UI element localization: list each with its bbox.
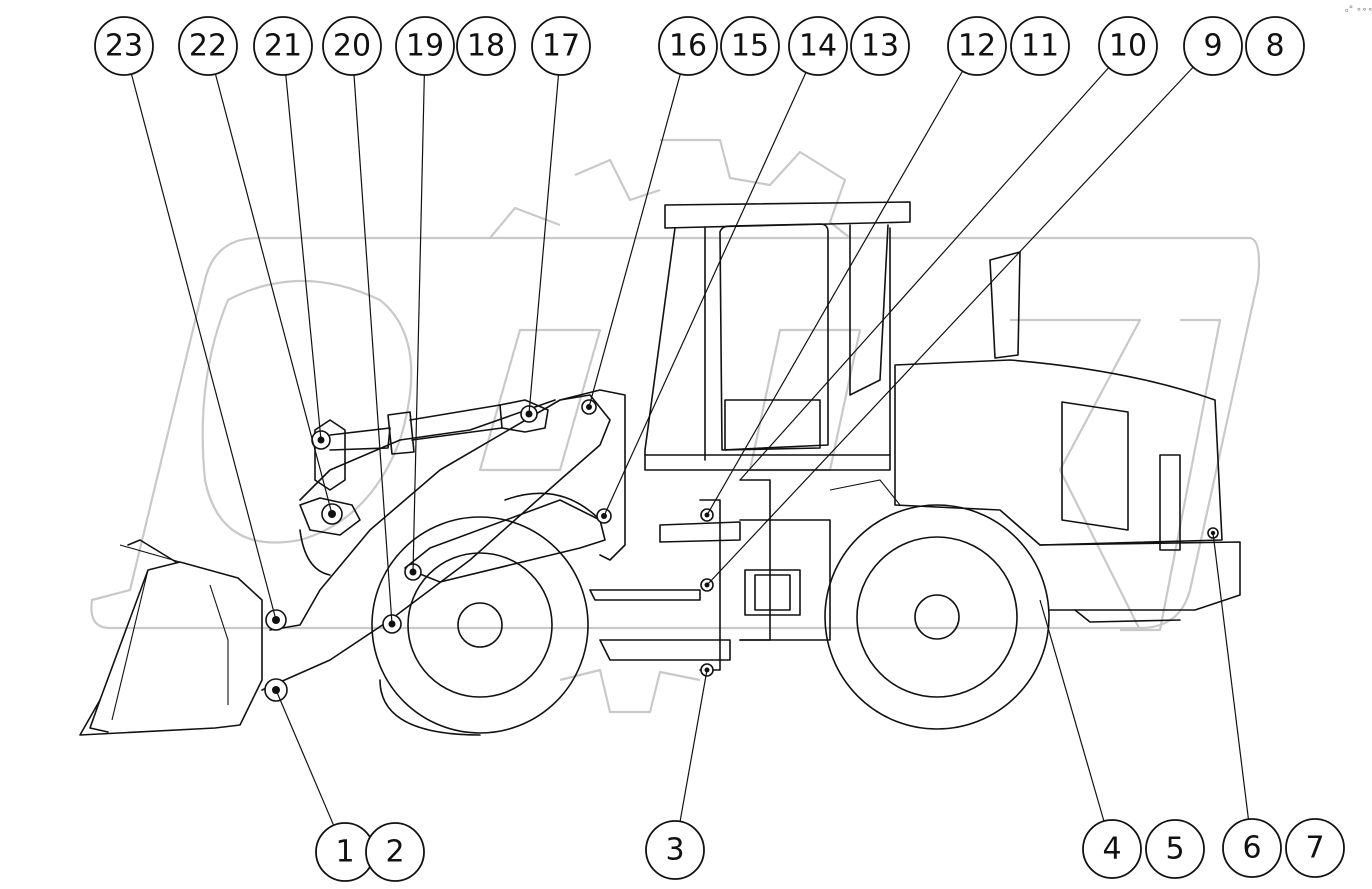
bucket (79, 539, 263, 736)
callout-circle (1082, 819, 1142, 879)
callout-circle (531, 16, 591, 76)
callout-circle (1145, 819, 1205, 879)
callout-number: 21 (264, 29, 302, 64)
callout-5: 5 (1145, 819, 1205, 879)
callout-number: 8 (1265, 29, 1284, 64)
leader-line-4 (1039, 599, 1105, 822)
callout-circle (850, 16, 910, 76)
callout-number: 13 (861, 29, 899, 64)
callout-number: 15 (731, 29, 769, 64)
lift-arm (261, 394, 611, 691)
watermark-logo (90, 138, 1261, 714)
callout-circle (645, 820, 705, 880)
callout-2: 2 (365, 822, 425, 882)
wheel-loader-drawing (79, 201, 1241, 736)
callout-9: 9 (1183, 16, 1243, 76)
callout-circle (720, 16, 780, 76)
callout-4: 4 (1082, 819, 1142, 879)
callout-10: 10 (1098, 16, 1158, 76)
leader-line-9 (706, 66, 1194, 586)
engine-hood (894, 251, 1241, 623)
callout-8: 8 (1245, 16, 1305, 76)
callout-16: 16 (658, 16, 718, 76)
callout-number: 23 (105, 29, 143, 64)
callout-circle (322, 16, 382, 76)
front-wheel (371, 516, 589, 736)
tilt-cylinder (329, 399, 549, 455)
callout-number: 1 (335, 835, 354, 870)
callout-number: 3 (665, 833, 684, 868)
callout-number: 12 (958, 29, 996, 64)
leader-lines (130, 66, 1250, 826)
callout-11: 11 (1010, 16, 1070, 76)
callout-circle (395, 16, 455, 76)
callout-number: 4 (1102, 832, 1121, 867)
leader-line-14 (603, 72, 807, 517)
callout-number: 5 (1165, 832, 1184, 867)
callout-circle (947, 16, 1007, 76)
callout-circle (1285, 818, 1345, 878)
callout-circle (788, 16, 848, 76)
leader-line-10 (739, 67, 1110, 481)
rear-wheel (824, 504, 1050, 730)
leader-line-6 (1212, 532, 1250, 820)
callout-3: 3 (645, 820, 705, 880)
callout-number: 19 (406, 29, 444, 64)
cab (644, 201, 911, 471)
callout-number: 2 (385, 835, 404, 870)
leader-line-12 (706, 70, 964, 516)
callout-21: 21 (253, 16, 313, 76)
callout-circle (365, 822, 425, 882)
callout-number: 20 (333, 29, 371, 64)
callout-number: 6 (1242, 831, 1261, 866)
leader-line-17 (528, 74, 560, 415)
leader-line-16 (588, 73, 681, 408)
callout-circle (658, 16, 718, 76)
leader-line-19 (412, 74, 425, 573)
callout-18: 18 (456, 16, 516, 76)
callout-circle (1183, 16, 1243, 76)
leader-line-22 (214, 73, 333, 515)
callout-number: 17 (542, 29, 580, 64)
callout-number: 14 (799, 29, 837, 64)
leader-line-3 (679, 669, 708, 822)
leader-line-20 (353, 74, 393, 625)
lubrication-points (264, 399, 1219, 702)
callout-circle (178, 16, 238, 76)
callout-13: 13 (850, 16, 910, 76)
callout-number: 7 (1305, 831, 1324, 866)
callout-15: 15 (720, 16, 780, 76)
chassis (589, 479, 901, 671)
callout-12: 12 (947, 16, 1007, 76)
leader-line-23 (130, 73, 277, 621)
leader-line-21 (285, 74, 322, 441)
callout-circle (1222, 818, 1282, 878)
leader-line-1 (275, 689, 335, 826)
callout-circle (1098, 16, 1158, 76)
corner-mark: ₒ° ∘∘∘ (1345, 5, 1372, 15)
callout-circle (1010, 16, 1070, 76)
callout-7: 7 (1285, 818, 1345, 878)
callout-number: 16 (669, 29, 707, 64)
callout-20: 20 (322, 16, 382, 76)
callout-number: 10 (1109, 29, 1147, 64)
callout-22: 22 (178, 16, 238, 76)
callout-number: 9 (1203, 29, 1222, 64)
lift-cylinder (404, 499, 606, 583)
callout-circle (456, 16, 516, 76)
callout-circle (1245, 16, 1305, 76)
callout-1: 1 (315, 822, 375, 882)
callout-6: 6 (1222, 818, 1282, 878)
callout-23: 23 (94, 16, 154, 76)
callout-circle (253, 16, 313, 76)
callout-19: 19 (395, 16, 455, 76)
callout-17: 17 (531, 16, 591, 76)
callout-number: 18 (467, 29, 505, 64)
callout-14: 14 (788, 16, 848, 76)
callout-number: 22 (189, 29, 227, 64)
callout-circle (94, 16, 154, 76)
callout-number: 11 (1021, 29, 1059, 64)
